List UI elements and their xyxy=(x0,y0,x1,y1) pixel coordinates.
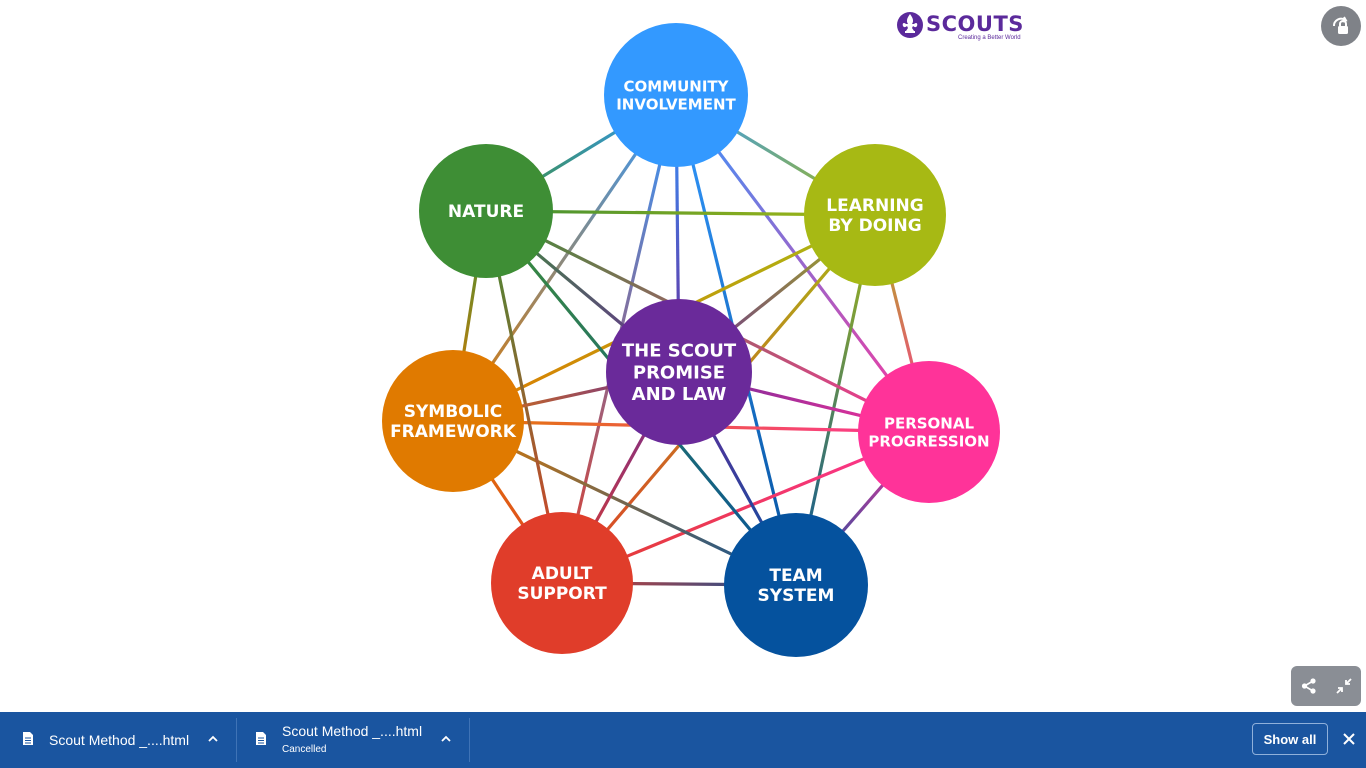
chevron-up-icon[interactable] xyxy=(206,732,220,746)
share-icon xyxy=(1301,678,1316,694)
node-circle-nature xyxy=(419,144,553,278)
share-button[interactable] xyxy=(1295,672,1323,700)
node-label-community: COMMUNITY xyxy=(623,77,729,95)
node-label-team: TEAM xyxy=(769,566,822,586)
node-label-learning: LEARNING xyxy=(826,196,923,216)
download-divider xyxy=(236,718,237,762)
logo-brand: SCOUTS xyxy=(926,12,1024,36)
download-item[interactable]: Scout Method _....html xyxy=(0,712,236,768)
node-circle-symbolic xyxy=(382,350,524,492)
node-label-adult: ADULT xyxy=(532,564,593,584)
node-label-personal: PERSONAL xyxy=(884,414,975,432)
node-circle-adult xyxy=(491,512,633,654)
download-file-name: Scout Method _....html xyxy=(282,723,423,739)
downloads-bar: Scout Method _....html Scout Method _...… xyxy=(0,712,1366,768)
scouts-logo: SCOUTS Creating a Better World xyxy=(896,10,1028,46)
minimize-button[interactable] xyxy=(1330,672,1358,700)
node-label-team: SYSTEM xyxy=(758,586,835,606)
viewer-tool-panel xyxy=(1291,666,1361,706)
download-item[interactable]: Scout Method _....html Cancelled xyxy=(237,712,469,768)
node-circle-personal xyxy=(858,361,1000,503)
node-label-promise: AND LAW xyxy=(632,384,727,405)
node-label-community: INVOLVEMENT xyxy=(616,95,736,113)
screen-lock-button[interactable] xyxy=(1321,6,1361,46)
node-label-symbolic: FRAMEWORK xyxy=(390,422,517,442)
show-all-button[interactable]: Show all xyxy=(1252,723,1328,755)
node-label-nature: NATURE xyxy=(448,202,524,222)
node-label-promise: PROMISE xyxy=(633,362,725,383)
node-circle-promise xyxy=(606,299,752,445)
download-file-name: Scout Method _....html xyxy=(49,732,190,748)
node-circle-learning xyxy=(804,144,946,286)
download-status: Cancelled xyxy=(282,744,327,755)
node-label-learning: BY DOING xyxy=(828,216,921,236)
node-circle-team xyxy=(724,513,868,657)
file-icon xyxy=(256,732,266,745)
minimize-icon xyxy=(1335,678,1352,694)
node-nature: NATURE xyxy=(419,144,553,278)
close-downloads-button[interactable] xyxy=(1338,728,1360,750)
node-label-symbolic: SYMBOLIC xyxy=(404,402,503,422)
file-icon xyxy=(23,732,33,745)
logo-tagline: Creating a Better World xyxy=(958,35,1021,41)
close-icon xyxy=(1343,733,1355,745)
node-circle-community xyxy=(604,23,748,167)
node-label-personal: PROGRESSION xyxy=(868,432,989,450)
chevron-up-icon[interactable] xyxy=(439,732,453,746)
fleur-de-lis-icon xyxy=(897,12,923,38)
node-label-promise: THE SCOUT xyxy=(622,341,737,362)
node-label-adult: SUPPORT xyxy=(517,584,607,604)
download-divider xyxy=(469,718,470,762)
lock-rotation-icon xyxy=(1333,16,1348,34)
